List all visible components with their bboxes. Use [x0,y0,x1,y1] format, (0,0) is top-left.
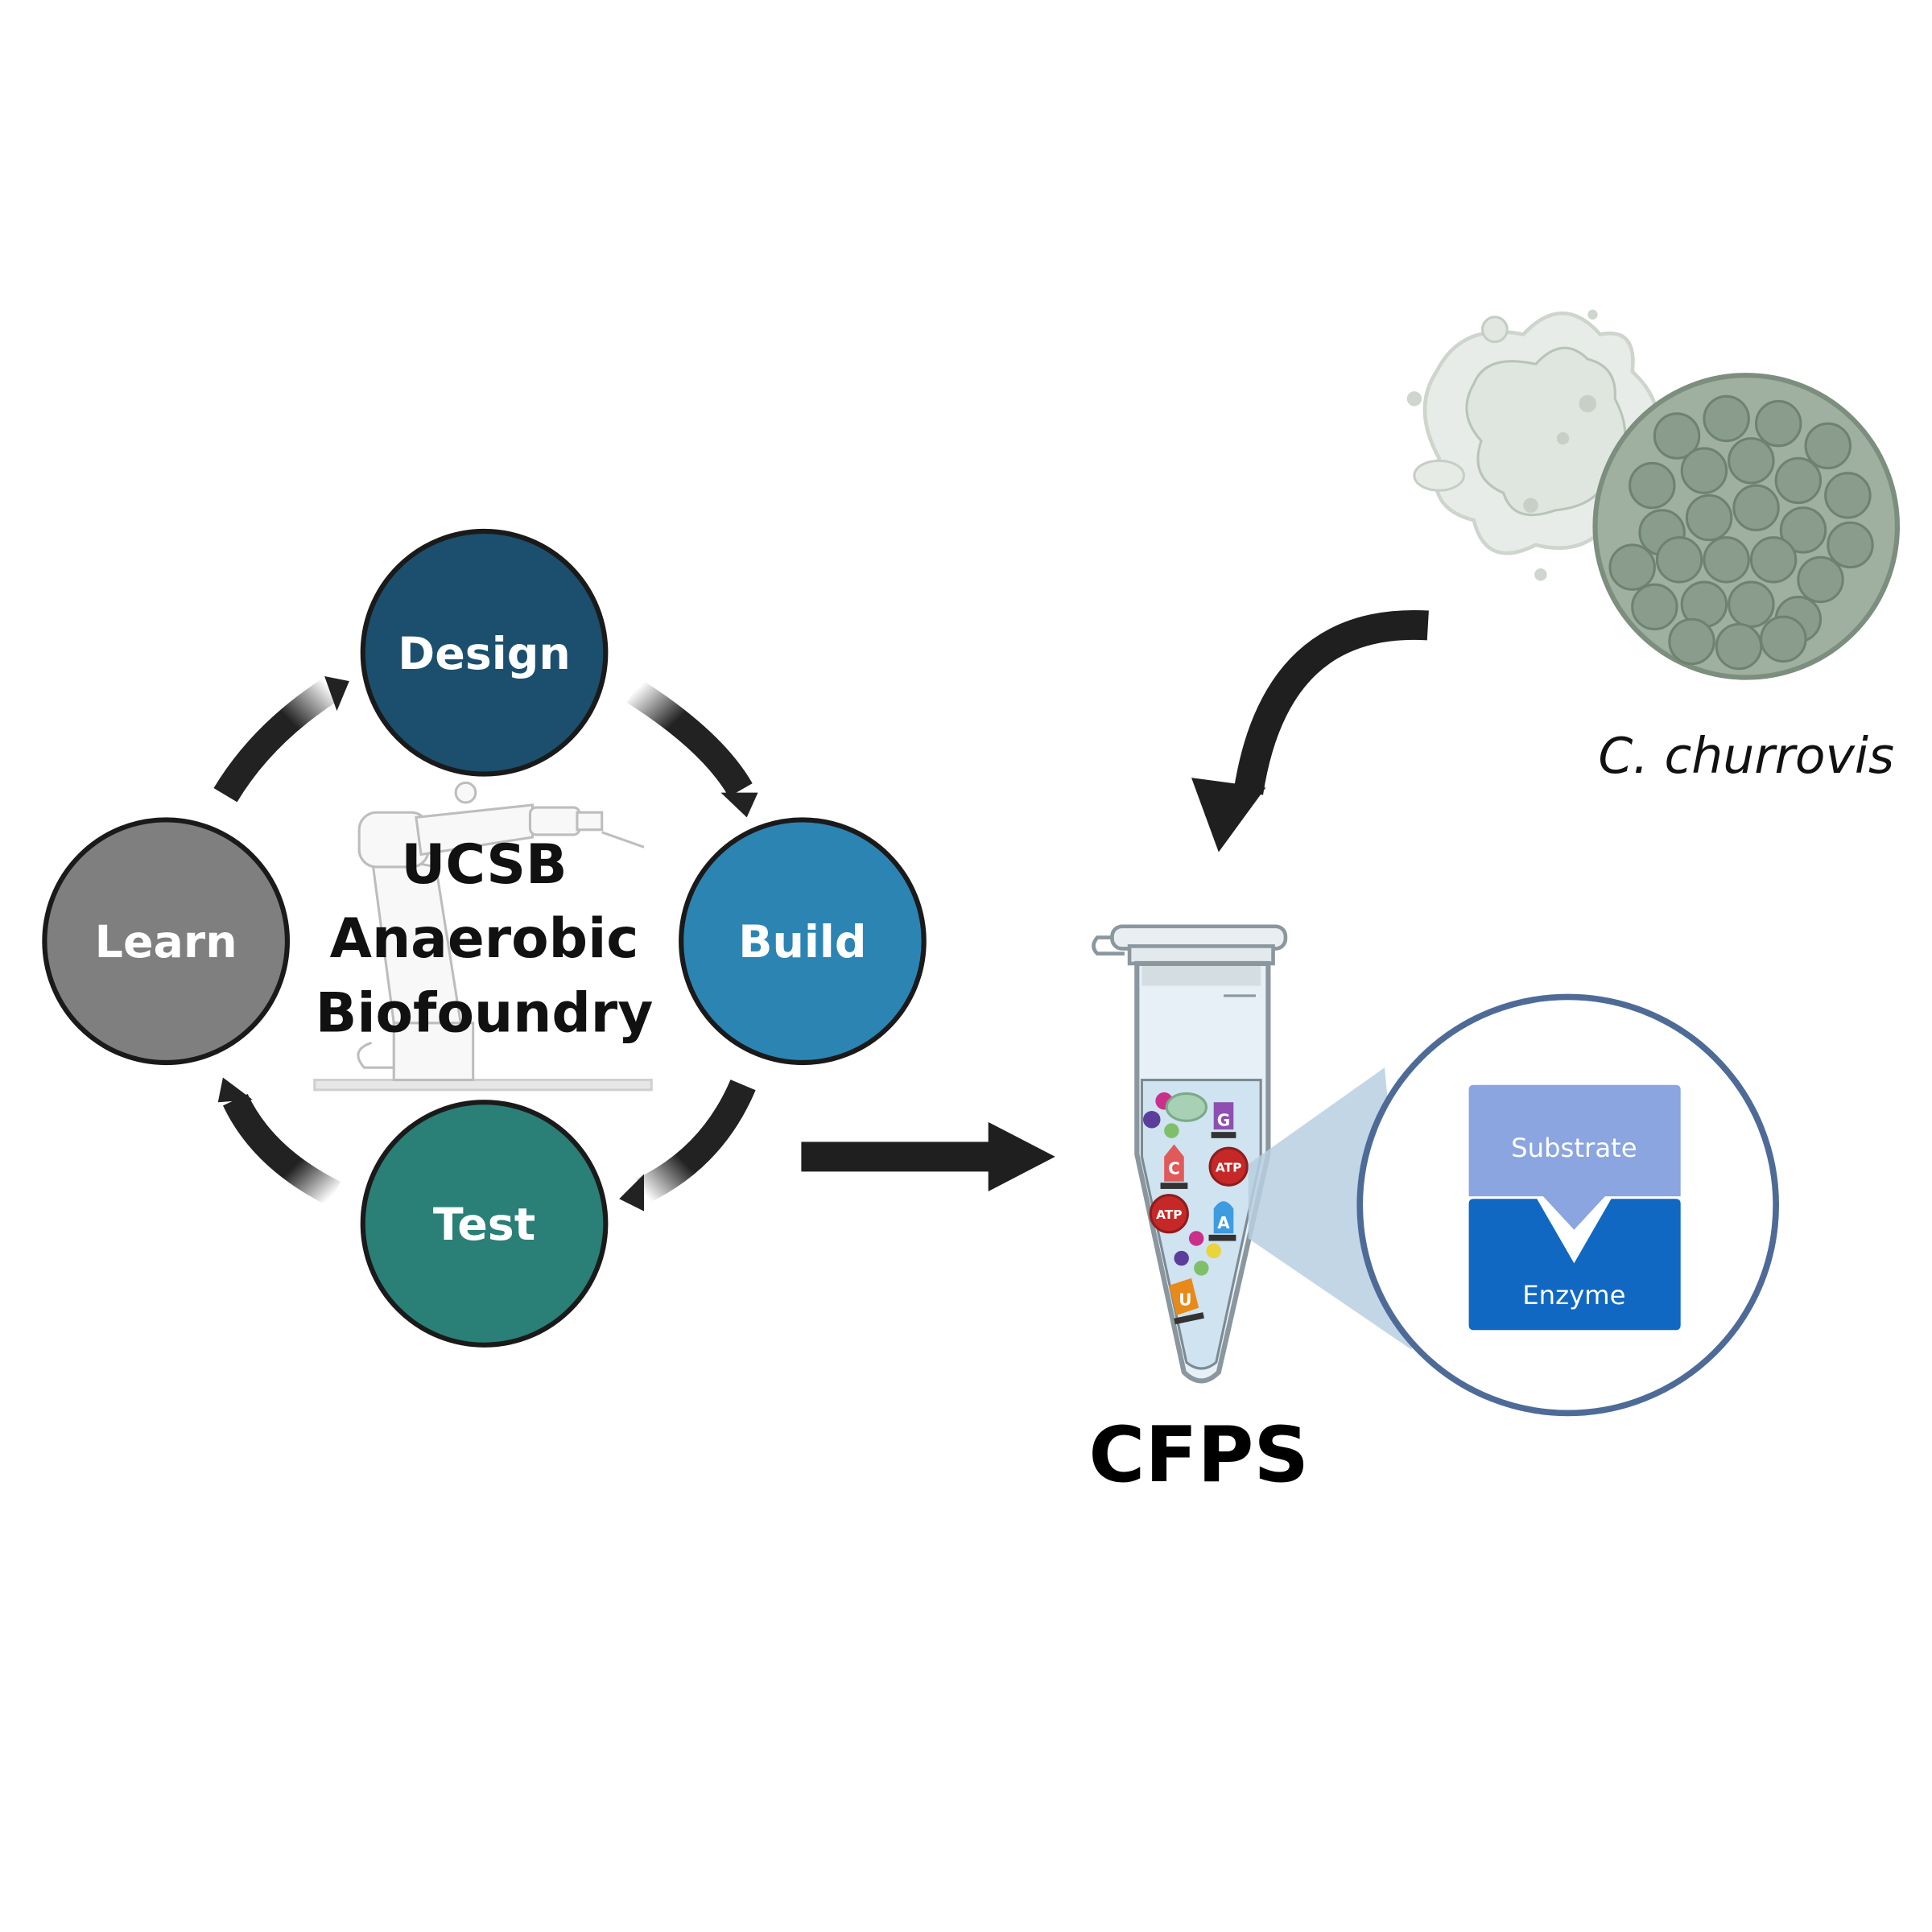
robot-arm-icon [313,781,653,1092]
organism-icon [1406,309,1900,680]
nucleotide-u: U [1179,1290,1191,1310]
build-circle [679,817,927,1066]
center-line-2: Anaerobic [330,906,639,970]
arrowhead-build-test [619,1174,644,1212]
stage-build: Build [679,817,927,1066]
organism-label: C. churrovis [1598,727,1894,785]
cfps-label: CFPS [1088,1410,1309,1500]
stage-test: Test [360,1100,609,1348]
center-line-3: Biofoundry [316,981,654,1045]
test-label: Test [433,1199,535,1251]
atp-label-1: ATP [1216,1160,1241,1174]
arrowhead-test-learn [217,1077,253,1103]
nucleotide-c: C [1168,1158,1180,1178]
design-circle [360,528,609,777]
curved-arrow-icon [1191,609,1429,852]
learn-label: Learn [95,917,237,968]
design-label: Design [398,629,571,680]
atp-label-2: ATP [1156,1208,1182,1222]
arrowhead-learn-design [324,675,349,712]
stage-design: Design [360,528,609,777]
substrate-block [1468,1084,1681,1230]
arrowhead-design-build [720,792,758,818]
learn-circle [42,817,290,1066]
arc-design-build [626,679,753,798]
arc-test-learn [222,1093,341,1207]
cycle-arrows [213,675,758,1212]
substrate-label: Substrate [1511,1133,1637,1163]
nucleotide-g: G [1217,1110,1230,1129]
stage-learn: Learn [42,817,290,1066]
enzyme-diagram: Substrate Enzyme [1468,1084,1681,1331]
right-arrow-icon [801,1121,1055,1191]
enzyme-label: Enzyme [1522,1280,1625,1311]
tube-icon: G C ATP ATP A U [1092,924,1288,1384]
arc-build-test [635,1079,756,1204]
nucleotide-a: A [1217,1213,1230,1232]
enzyme-block [1468,1199,1681,1331]
biofoundry-label: UCSB Anaerobic Biofoundry [316,832,654,1045]
test-circle [360,1100,609,1348]
build-label: Build [738,917,866,968]
center-line-1: UCSB [401,832,567,896]
arc-learn-design [213,677,340,803]
